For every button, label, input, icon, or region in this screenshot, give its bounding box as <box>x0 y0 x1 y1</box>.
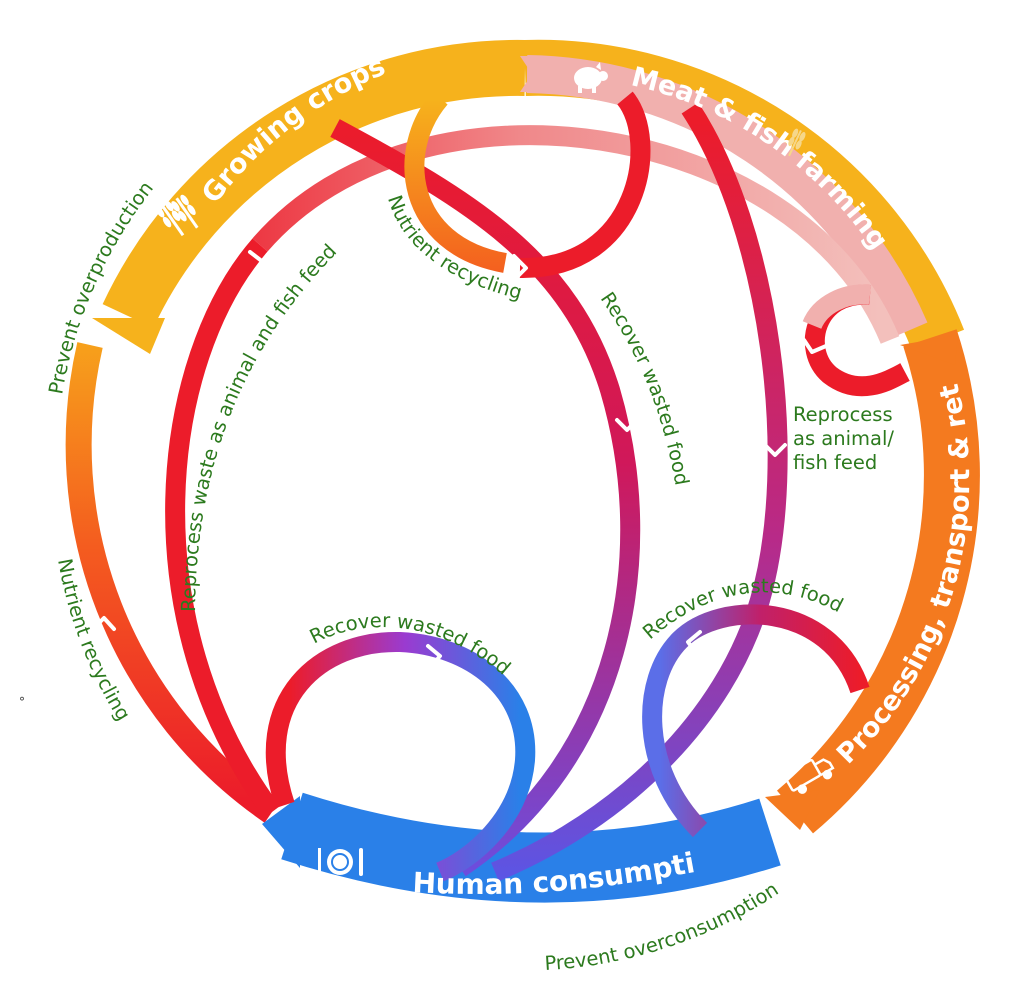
growing-crops-band <box>102 39 526 328</box>
recover-small-loop <box>265 631 536 882</box>
recover-small-arrow <box>426 644 442 670</box>
consumption-band <box>281 792 781 903</box>
processing-band-head <box>765 790 820 830</box>
recover-right-loop <box>642 604 870 838</box>
outer-ring-left-band <box>65 342 280 823</box>
recover-right-arrow <box>686 630 702 658</box>
nutrient-loop-arrow <box>512 254 528 282</box>
consumption-band-tail <box>262 796 300 868</box>
meat-strand-arrow <box>763 443 787 457</box>
growing-crops-label: Growing crops <box>196 51 390 209</box>
recover-center-strand <box>330 119 641 877</box>
reprocess-feed-small-loop-top <box>802 284 872 330</box>
recover-center-arrow <box>615 418 639 432</box>
reprocess-as-feed-label: Reprocess as animal/ fish feed <box>793 403 900 474</box>
wheat-icon <box>155 194 199 237</box>
processing-band-tail <box>900 335 958 365</box>
reprocess-feed-arc <box>252 125 900 344</box>
nutrient-loop-right <box>519 91 651 279</box>
processing-band <box>776 329 980 834</box>
meat-fish-band-tail <box>520 56 548 92</box>
reprocess-feed-down <box>165 238 281 818</box>
reprocess-small-arrow <box>802 338 828 354</box>
reprocess-animal-fish-feed-label: Reprocess waste as animal and fish feed <box>177 240 341 613</box>
wheat-icon <box>788 128 806 157</box>
reprocess-feed-arrow <box>248 250 265 278</box>
plate-cutlery-icon <box>318 848 363 876</box>
pig-icon <box>574 62 608 93</box>
stray-mark: ° <box>19 695 25 709</box>
nutrient-loop-left <box>404 91 508 273</box>
growing-crops-tail <box>92 318 165 354</box>
outer-ring-left-arrow <box>92 616 116 631</box>
truck-icon <box>783 758 835 794</box>
meat-to-consumption-strand <box>491 102 788 882</box>
